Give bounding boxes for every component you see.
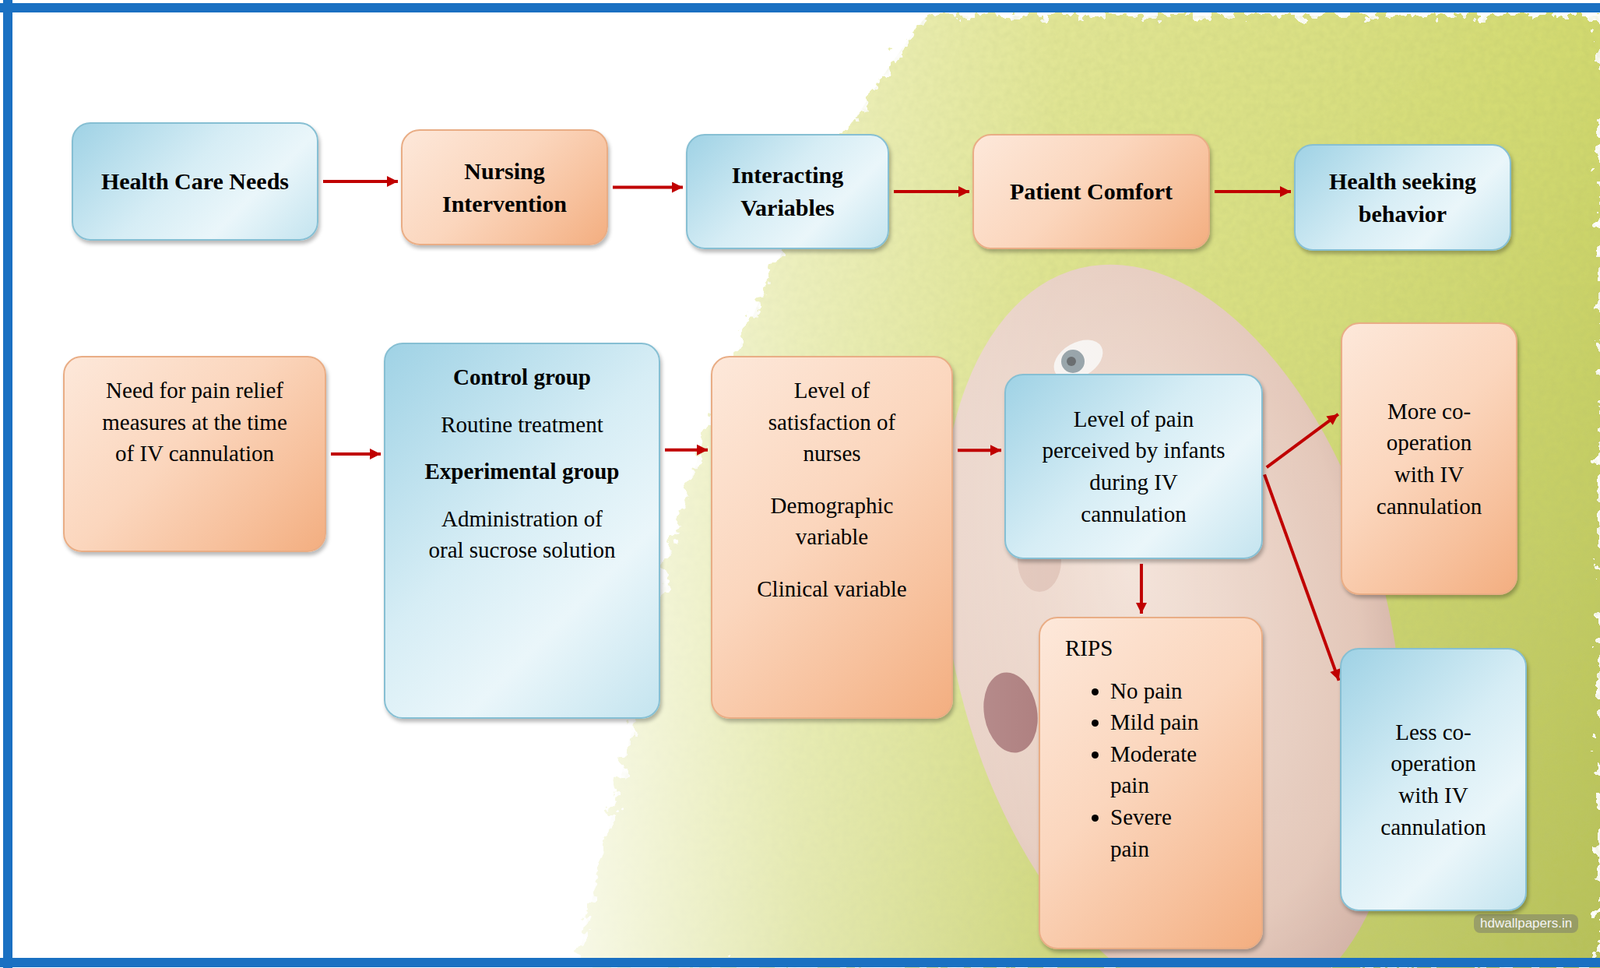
scale-item: Moderate pain — [1110, 738, 1208, 802]
box-text: Clinical variable — [753, 573, 911, 605]
frame-bottom — [0, 957, 1600, 968]
watermark: hdwallpapers.in — [1473, 914, 1579, 933]
stage-box: Health Care Needs — [71, 122, 319, 241]
pain-scale-list: No painMild painModerate painSevere pain — [1065, 675, 1246, 866]
box-text: Less co-operation with IV cannulation — [1372, 716, 1495, 843]
box-text: Health Care Needs — [82, 165, 308, 198]
flow-arrow — [323, 179, 398, 183]
stage-box: Health seeking behavior — [1294, 144, 1512, 251]
box-text: Nursing Intervention — [411, 154, 598, 221]
scale-item: No pain — [1110, 675, 1208, 707]
scale-item: Severe pain — [1110, 801, 1208, 865]
frame-top — [0, 3, 1600, 13]
stage-box: Patient Comfort — [972, 133, 1210, 250]
flow-arrow — [612, 186, 683, 190]
flow-arrow — [957, 448, 1002, 452]
flow-arrow — [1264, 474, 1340, 680]
stage-box: Interacting Variables — [685, 133, 890, 250]
flow-arrow — [330, 452, 381, 456]
concept-box: Less co-operation with IV cannulation — [1339, 647, 1527, 911]
concept-box: More co-operation with IV cannulation — [1340, 322, 1518, 595]
box-text: Level of satisfaction of nurses — [753, 374, 911, 470]
concept-box: RIPS No painMild painModerate painSevere … — [1038, 616, 1263, 950]
stage-box: Nursing Intervention — [400, 129, 609, 246]
box-text: Need for pain relief measures at the tim… — [95, 374, 294, 470]
scale-item: Mild pain — [1110, 706, 1208, 739]
scale-title: RIPS — [1065, 632, 1246, 665]
box-text: Demographic variable — [753, 489, 911, 553]
group-heading: Experimental group — [389, 455, 655, 488]
box-text: Level of pain perceived by infants durin… — [1038, 403, 1229, 530]
box-text: Interacting Variables — [696, 158, 879, 225]
box-text: More co-operation with IV cannulation — [1368, 395, 1490, 522]
box-text: Patient Comfort — [983, 175, 1200, 208]
flow-arrow — [893, 189, 970, 194]
group-heading: Control group — [389, 361, 655, 394]
box-text: Health seeking behavior — [1304, 165, 1501, 231]
flow-arrow — [1214, 189, 1291, 194]
concept-box: Level of satisfaction of nursesDemograph… — [710, 355, 953, 719]
box-text: Routine treatment — [424, 408, 620, 441]
concept-box: Control groupRoutine treatmentExperiment… — [383, 342, 661, 719]
flow-arrow — [1139, 563, 1143, 614]
concept-box: Level of pain perceived by infants durin… — [1004, 373, 1263, 560]
frame-left — [3, 0, 13, 968]
flow-arrow — [1266, 414, 1339, 468]
flow-arrow — [664, 448, 708, 452]
concept-box: Need for pain relief measures at the tim… — [63, 355, 327, 553]
box-text: Administration of oral sucrose solution — [424, 502, 620, 567]
